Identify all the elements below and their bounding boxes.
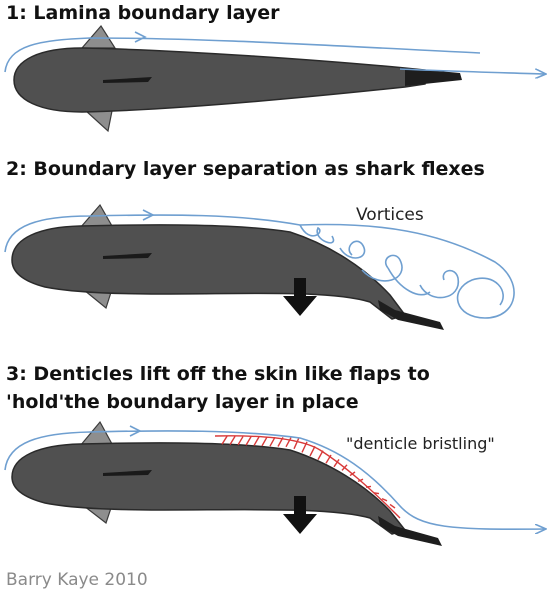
flow-line [4, 214, 301, 253]
panel-1-heading: 1: Lamina boundary layer [6, 2, 280, 24]
denticle-bristling-label: "denticle bristling" [346, 434, 495, 453]
vortices-label: Vortices [356, 205, 424, 225]
denticle-mark [261, 436, 268, 447]
down-arrow-icon [283, 278, 317, 316]
gill-slit [103, 253, 152, 259]
panel-3-heading-line-1: 3: Denticles lift off the skin like flap… [6, 363, 430, 385]
panel-2-down-arrow [283, 278, 317, 316]
shark-tail [378, 516, 442, 546]
flow-line [4, 430, 545, 529]
denticle-bristles [214, 435, 401, 519]
vortex [361, 254, 403, 282]
vortex [387, 267, 431, 296]
denticle-mark [333, 459, 340, 468]
shark-body [13, 47, 426, 113]
denticle-mark [341, 464, 348, 471]
flow-arrow [142, 209, 155, 221]
outer-flow-line [299, 223, 515, 319]
panel-3-down-arrow [283, 496, 317, 534]
shark-body [11, 224, 407, 320]
flow-arrow [129, 425, 142, 437]
down-arrow-icon [283, 496, 317, 534]
panel-3-shark [11, 420, 442, 546]
panel-2-flow-lines [4, 209, 515, 319]
dorsal-fin [80, 24, 117, 49]
denticle-mark [285, 437, 292, 448]
denticle-mark [309, 445, 316, 457]
denticle-outline [214, 435, 401, 519]
flow-arrow [134, 31, 147, 43]
author-credit: Barry Kaye 2010 [6, 570, 148, 590]
denticle-mark [253, 436, 260, 446]
shark-tail [378, 300, 444, 330]
denticle-mark [365, 485, 372, 488]
panel-1-shark [13, 24, 462, 133]
vortex [419, 269, 459, 299]
dorsal-fin [78, 420, 113, 447]
denticle-mark [245, 436, 252, 446]
panel-3-flow-lines [4, 425, 545, 529]
shark-tail [405, 68, 462, 86]
shark-body [11, 442, 407, 535]
panel-3-heading-line-2: 'hold'the boundary layer in place [6, 391, 359, 413]
gill-slit [103, 470, 152, 476]
denticle-mark [277, 437, 284, 447]
denticle-mark [373, 492, 380, 495]
denticle-mark [301, 441, 308, 453]
denticle-mark [381, 497, 388, 502]
vortex [339, 240, 366, 259]
separated-flow [299, 224, 335, 244]
denticle-mark [269, 436, 276, 447]
flow-line [4, 37, 481, 73]
denticle-mark [357, 478, 364, 483]
panel-2-heading: 2: Boundary layer separation as shark fl… [6, 158, 485, 180]
denticle-mark [317, 450, 324, 460]
denticle-mark [229, 436, 236, 445]
denticle-mark [349, 471, 356, 477]
denticle-mark [325, 454, 332, 464]
denticle-mark [389, 503, 396, 509]
flow-line [399, 68, 545, 74]
denticle-mark [293, 437, 300, 450]
denticle-mark [237, 436, 244, 446]
panel-2-shark [11, 203, 444, 330]
gill-slit [103, 77, 152, 83]
denticle-mark [221, 435, 228, 445]
panel-1-flow-lines [4, 31, 545, 74]
